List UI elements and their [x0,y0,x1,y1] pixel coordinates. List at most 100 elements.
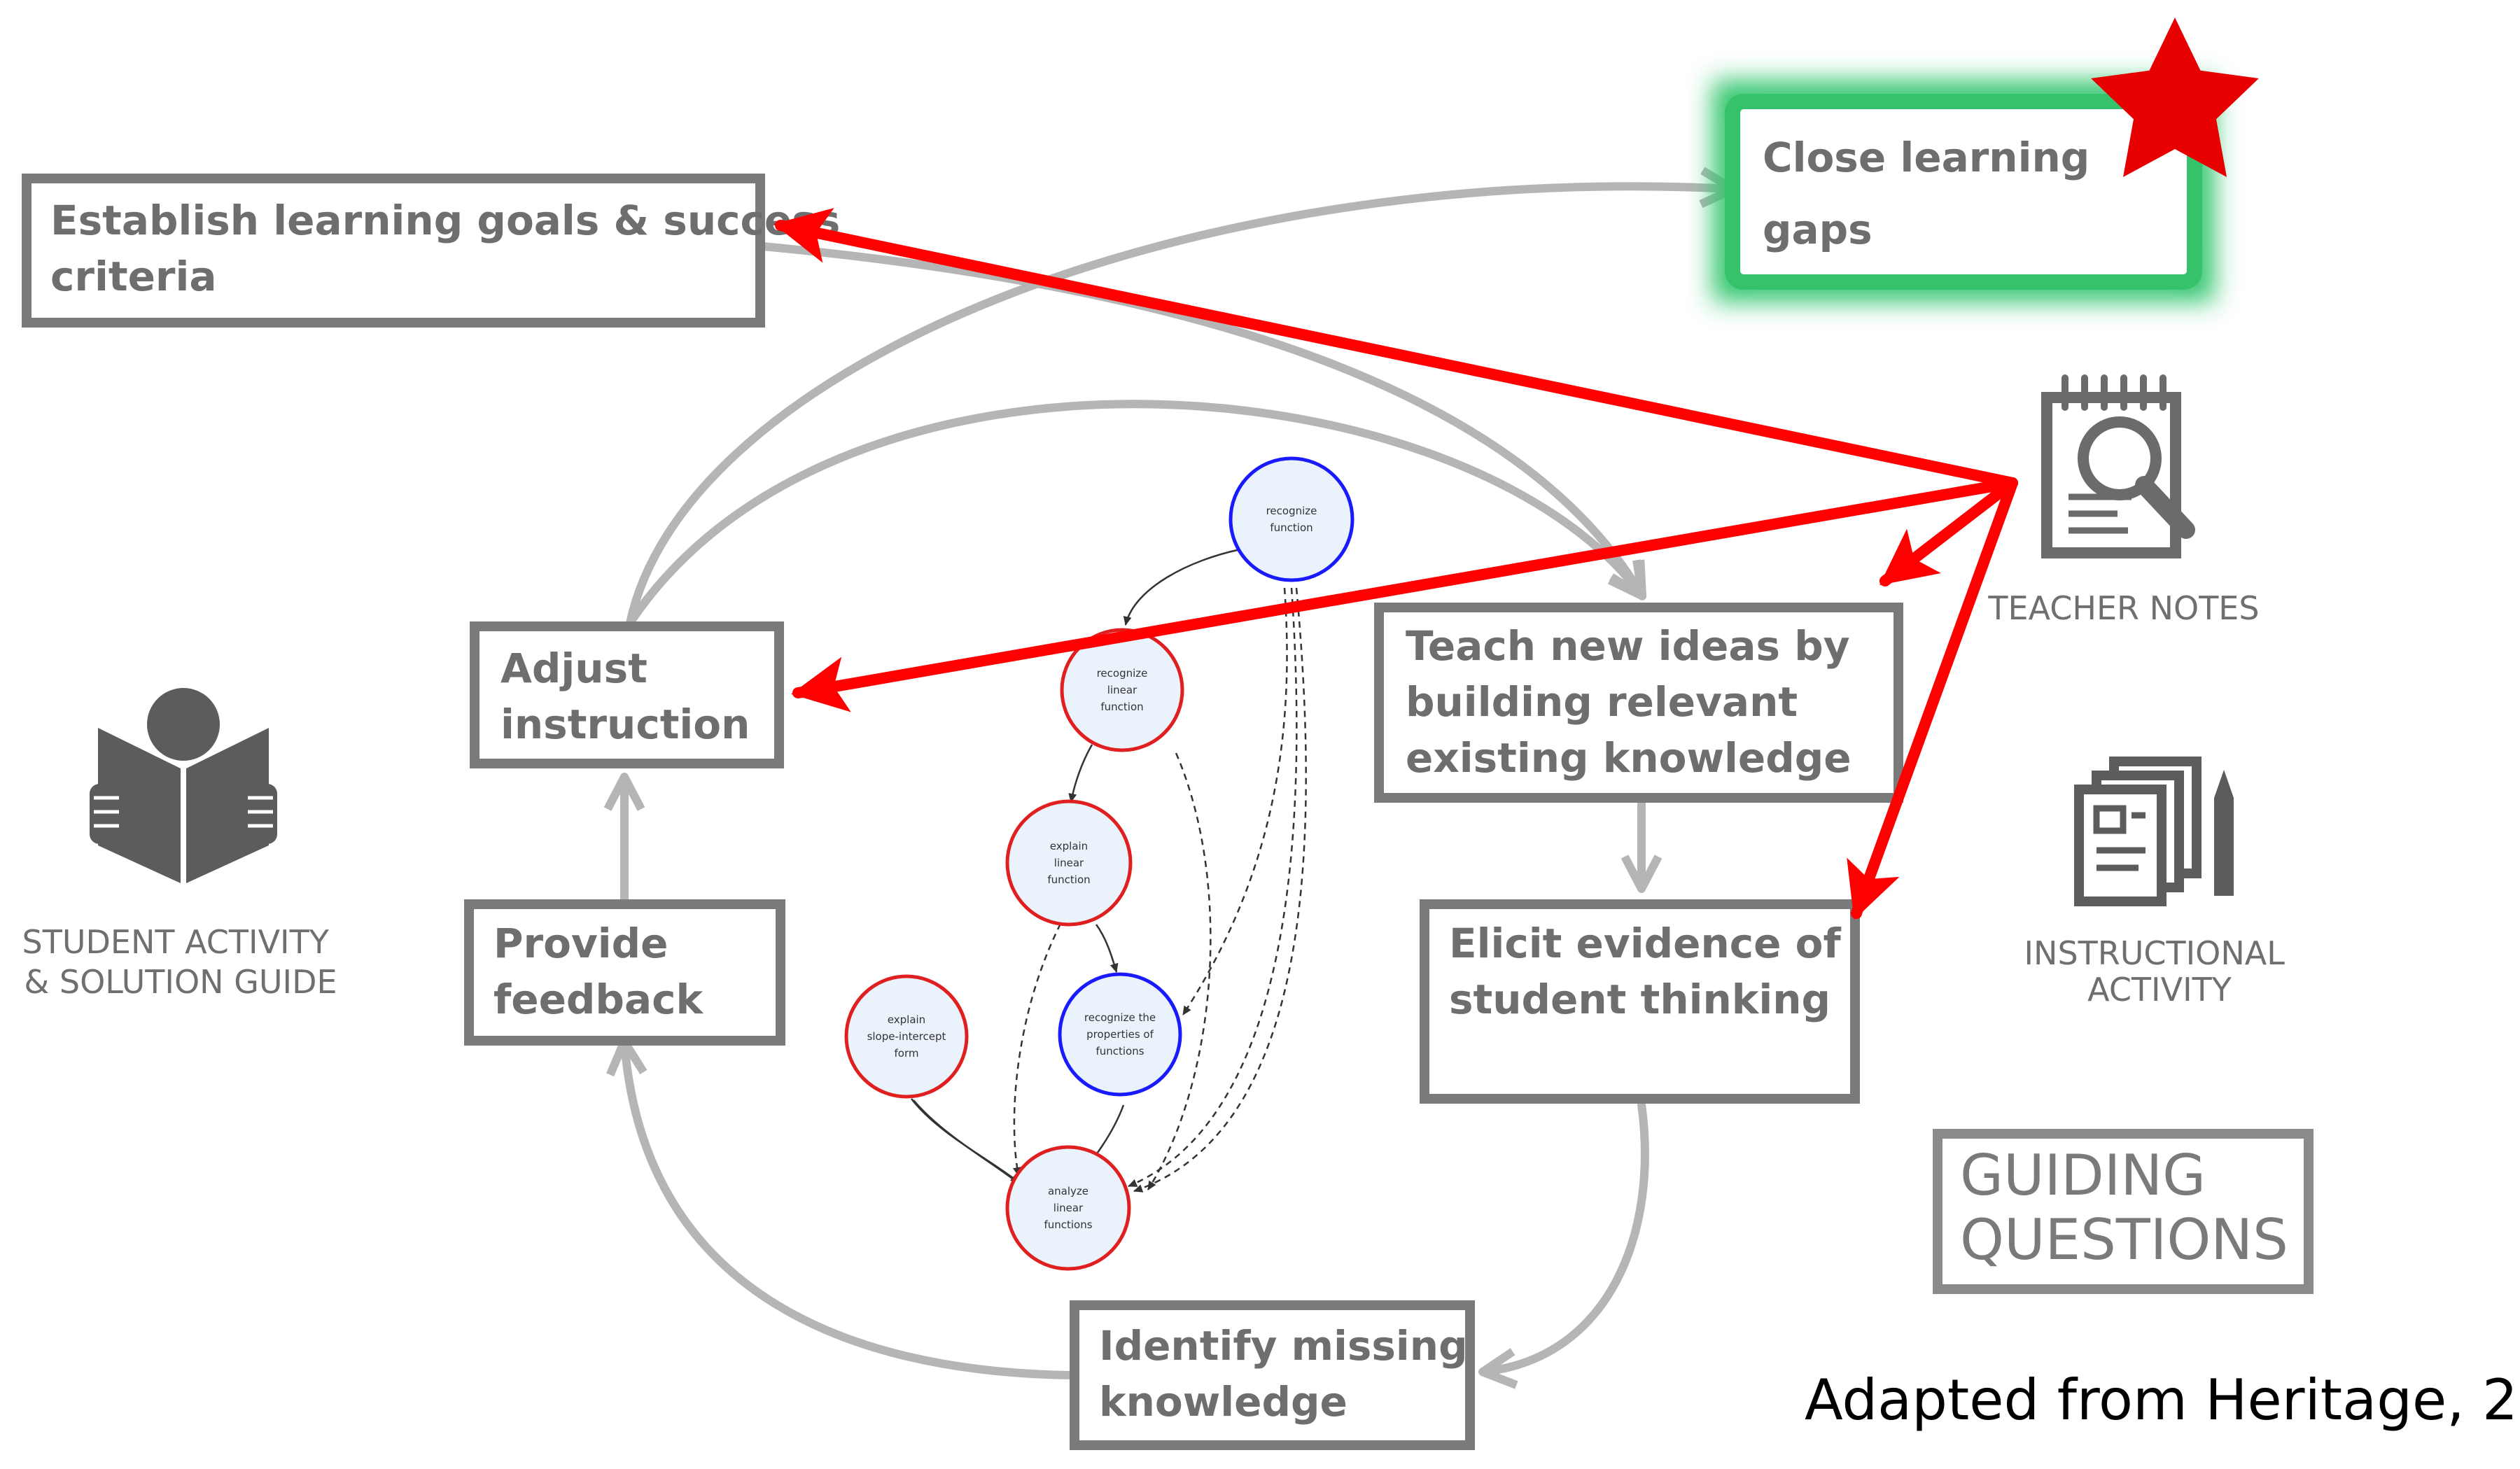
citation: Adapted from Heritage, 2010 [1805,1368,2520,1433]
map-node-circle [1005,1145,1131,1271]
map-edge-dashed [1182,587,1288,1015]
svg-text:STUDENT ACTIVITY & SOLUT: STUDENT ACTIVITY & SOLUTION GUIDE [22,923,340,1001]
provide-line-1: Provide [493,920,668,967]
svg-text:Close learning gaps: Close learning gaps [1763,134,2104,253]
flow-arrow-adjust-to-close-gaps [626,167,1738,627]
flow-arrow-identify-to-provide [606,1037,1075,1379]
svg-text:Establish learning goals & suc: Establish learning goals & success crite… [50,197,854,300]
guiding-questions-box: GUIDING QUESTIONS [1933,1129,2314,1294]
svg-text:Provide feedback: Provide feedback [493,920,704,1023]
map-node-recognize-linear-function: recognize linear function [1060,628,1184,752]
notepad-magnifier-icon [2041,374,2195,558]
identify-line-1: Identify missing [1099,1322,1468,1370]
map-edge-dashed [1128,587,1298,1188]
close-gaps-frame [1725,94,2202,290]
student-activity-label-line-2: & SOLUTION GUIDE [24,963,337,1001]
map-node-circle [1058,972,1182,1097]
map-node-label: form [895,1047,919,1060]
map-edge-dashed [1147,752,1212,1190]
map-node-label: linear [1054,857,1084,869]
map-node-label: explain [1050,840,1088,852]
map-node-label: recognize [1266,505,1317,517]
guiding-line-1: GUIDING [1960,1143,2206,1208]
documents-pencil-icon [2074,757,2202,906]
flow-arrows [603,167,1738,1389]
map-node-recognize-function: recognize function [1228,456,1354,582]
map-node-label: linear [1054,1202,1084,1214]
svg-text:Teach new ideas by build: Teach new ideas by building relevant exi… [1406,622,1864,782]
learning-map-dashed-edges [1012,587,1307,1193]
instructional-activity: INSTRUCTIONAL ACTIVITY [2024,757,2295,1008]
adjust-line-1: Adjust [500,645,648,692]
star-icon [2091,17,2259,177]
elicit-evidence-box: Elicit evidence of student thinking [1420,899,1860,1104]
red-arrow-to-teach [1879,477,2018,586]
establish-goals-box: Establish learning goals & success crite… [22,174,854,328]
map-node-circle [1228,456,1354,582]
adjust-line-2: instruction [500,701,750,748]
map-edge [1068,744,1093,803]
map-node-label: function [1100,701,1143,713]
learning-map: recognize function recognize linear function… [844,456,1354,1271]
instructional-activity-label-line-1: INSTRUCTIONAL [2024,934,2285,972]
close-gaps-line-1: Close learning [1763,134,2090,181]
teach-line-3: existing knowledge [1406,734,1851,782]
teach-new-ideas-box: Teach new ideas by building relevant exi… [1374,603,1903,803]
identify-missing-box: Identify missing knowledge [1070,1300,1482,1450]
map-node-label: recognize the [1084,1011,1156,1024]
map-node-label: slope-intercept [867,1030,946,1043]
flow-arrow-adjust-to-teach [626,400,1647,627]
provide-feedback-box: Provide feedback [464,899,785,1046]
reader-icon [90,688,277,883]
close-learning-gaps-box: Close learning gaps [1713,17,2259,302]
red-arrow-to-elicit [1847,477,2018,920]
map-edge [911,1098,1020,1183]
map-edge-dashed [1133,587,1307,1193]
map-node-circle [1005,799,1133,927]
map-edge [913,1099,1022,1186]
teacher-notes: TEACHER NOTES [1987,374,2260,627]
identify-line-2: knowledge [1099,1378,1348,1426]
elicit-line-1: Elicit evidence of [1449,920,1841,967]
map-node-label: analyze [1048,1185,1088,1197]
red-arrow-to-adjust [791,477,2018,712]
instructional-activity-label-line-2: ACTIVITY [2087,971,2232,1008]
pencil-shape [2214,770,2234,896]
map-edge [1095,924,1119,973]
map-node-circle [844,974,969,1099]
svg-text:Adjust instruction: Adjust instruction [500,645,750,748]
map-node-label: recognize [1097,667,1148,680]
map-edge-dashed [1012,923,1062,1176]
map-node-label: explain [888,1013,925,1026]
map-node-explain-slope-intercept: explain slope-intercept form [844,974,969,1099]
map-node-label: function [1270,521,1312,534]
map-node-analyze-linear-functions: analyze linear functions [1005,1145,1131,1271]
map-node-label: properties of [1086,1028,1154,1041]
svg-text:Elicit evidence of stude: Elicit evidence of student thinking [1449,920,1855,1023]
guiding-line-2: QUESTIONS [1960,1207,2288,1272]
teacher-notes-arrows [774,208,2018,920]
flow-arrow-establish-to-teach [759,242,1647,600]
map-node-label: linear [1107,684,1138,696]
provide-line-2: feedback [493,976,704,1023]
student-activity-label-line-1: STUDENT ACTIVITY [22,923,330,961]
elicit-line-2: student thinking [1449,976,1830,1023]
student-activity: STUDENT ACTIVITY & SOLUTION GUIDE [22,688,340,1001]
red-arrow-to-establish [774,208,2018,489]
svg-text:INSTRUCTIONAL ACTIVITY: INSTRUCTIONAL ACTIVITY [2024,934,2295,1008]
learning-map-nodes: recognize function recognize linear function… [844,456,1354,1271]
teacher-notes-label: TEACHER NOTES [1987,589,2259,627]
map-node-label: function [1047,873,1090,886]
map-node-label: functions [1044,1218,1092,1231]
establish-line-1: Establish learning goals & success [50,197,840,244]
flow-arrow-elicit-to-identify [1478,1100,1649,1389]
svg-text:Identify missing knowled: Identify missing knowledge [1099,1322,1482,1426]
teach-line-1: Teach new ideas by [1406,622,1850,670]
establish-line-2: criteria [50,253,217,300]
svg-text:GUIDING QUESTIONS: GUIDING QUESTIONS [1960,1143,2288,1272]
map-edge [1123,548,1241,626]
teach-line-2: building relevant [1406,678,1798,726]
map-node-explain-linear-function: explain linear function [1005,799,1133,927]
